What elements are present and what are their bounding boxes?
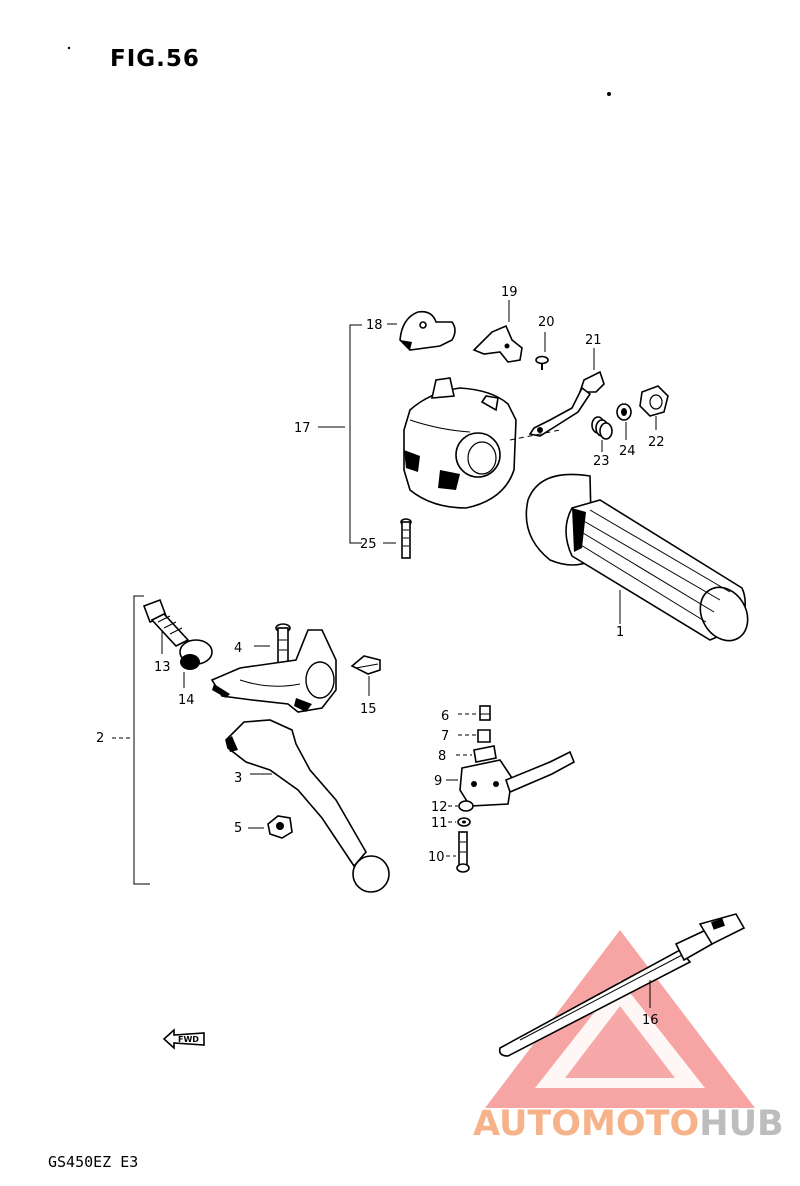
label-25: 25 [360, 537, 377, 552]
bracket-2 [133, 595, 150, 885]
label-7: 7 [441, 729, 449, 744]
part-9-switch-body [446, 750, 576, 807]
part-7 [458, 729, 491, 743]
watermark-text-part2: HUB [699, 1104, 784, 1144]
watermark-triangle-core [565, 1006, 675, 1078]
watermark-logo [485, 930, 755, 1108]
part-6 [458, 705, 491, 721]
label-19: 19 [501, 285, 518, 300]
label-24: 24 [619, 444, 636, 459]
part-4-bolt [254, 623, 291, 665]
part-1-grip [525, 473, 749, 642]
label-4: 4 [234, 641, 242, 656]
watermark-text-part1: AUTOMOTO [473, 1104, 700, 1144]
part-8 [456, 745, 497, 763]
part-15-bolt [350, 655, 381, 696]
label-6: 6 [441, 709, 449, 724]
part-22-nut [639, 385, 669, 430]
figure-title: FIG.56 [110, 46, 200, 72]
label-14: 14 [178, 693, 195, 708]
label-20: 20 [538, 315, 555, 330]
watermark-text: AUTOMOTOHUB [473, 1104, 784, 1144]
part-5-nut [248, 815, 293, 839]
part-3-lever [225, 719, 390, 893]
part-11 [448, 817, 471, 827]
bracket-17 [349, 324, 362, 544]
model-code: GS450EZ E3 [48, 1153, 139, 1171]
part-24-washer [616, 403, 632, 440]
part-10-screw [446, 831, 470, 873]
lever-holder [210, 629, 337, 713]
part-21-lever [528, 348, 605, 437]
label-9: 9 [434, 774, 442, 789]
label-23: 23 [593, 454, 610, 469]
label-1: 1 [616, 625, 624, 640]
label-11: 11 [431, 816, 448, 831]
label-12: 12 [431, 800, 448, 815]
label-10: 10 [428, 850, 445, 865]
label-13: 13 [154, 660, 171, 675]
part-16-cable-tie [498, 913, 746, 1057]
label-18: 18 [366, 318, 383, 333]
label-22: 22 [648, 435, 665, 450]
label-8: 8 [438, 749, 446, 764]
fwd-arrow-icon: FWD [162, 1028, 205, 1050]
part-20-screw [535, 332, 549, 370]
label-16: 16 [642, 1013, 659, 1028]
label-17: 17 [294, 421, 311, 436]
part-19-plate [472, 300, 523, 363]
label-3: 3 [234, 771, 242, 786]
label-15: 15 [360, 702, 377, 717]
part-18-clamp [387, 310, 456, 351]
part-17-switch-housing [403, 377, 561, 509]
label-21: 21 [585, 333, 602, 348]
label-2: 2 [96, 731, 104, 746]
part-13-bolt [142, 598, 190, 654]
fwd-label: FWD [178, 1035, 199, 1044]
part-12 [448, 800, 474, 812]
part-23-spring [591, 416, 613, 452]
part-14-rubber [179, 639, 213, 688]
part-25-screw [383, 518, 412, 559]
label-5: 5 [234, 821, 242, 836]
